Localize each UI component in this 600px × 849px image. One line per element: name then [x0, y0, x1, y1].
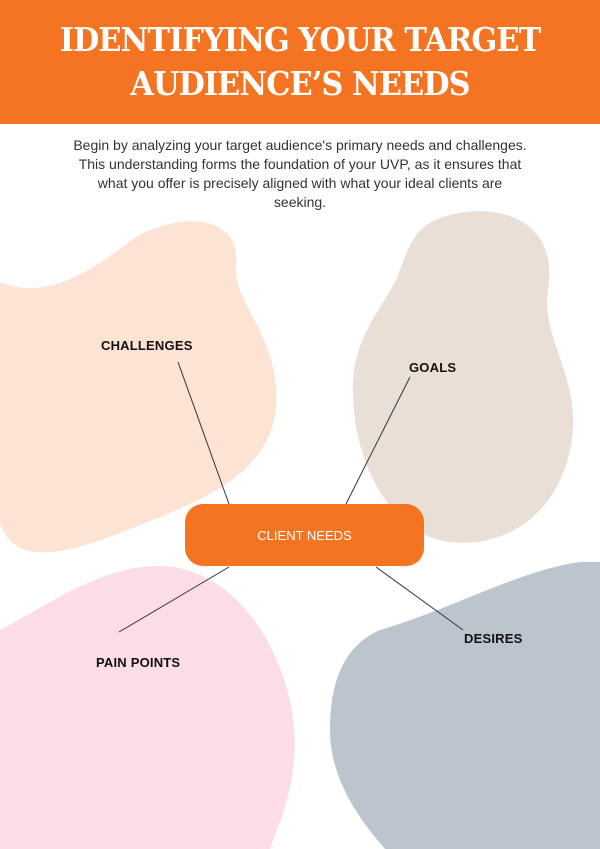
node-goals: GOALS: [409, 360, 457, 375]
connector-goals: [345, 376, 411, 505]
node-pain-points: PAIN POINTS: [96, 655, 181, 670]
peach-blob: [0, 221, 277, 553]
connector-pain-points: [118, 566, 230, 633]
pink-blob: [0, 565, 295, 849]
center-node-label: CLIENT NEEDS: [257, 527, 352, 543]
node-desires: DESIRES: [464, 631, 523, 646]
connector-desires: [375, 566, 464, 631]
beige-blob: [352, 211, 574, 543]
page-title: IDENTIFYING YOUR TARGET AUDIENCE’S NEEDS: [59, 20, 541, 103]
connector-challenges: [177, 361, 230, 505]
center-node-client-needs: CLIENT NEEDS: [185, 504, 424, 566]
header-banner: IDENTIFYING YOUR TARGET AUDIENCE’S NEEDS: [0, 0, 600, 124]
intro-paragraph: Begin by analyzing your target audience'…: [73, 137, 527, 210]
slate-blob: [330, 562, 600, 849]
node-challenges: CHALLENGES: [101, 338, 193, 353]
